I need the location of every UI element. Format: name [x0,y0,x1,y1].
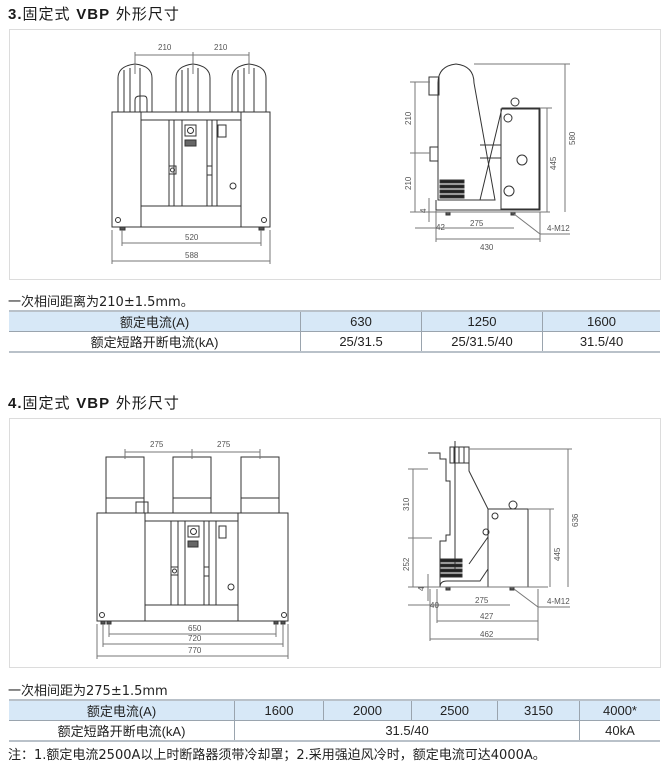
front-view-2 [96,449,289,659]
heading-text: 外形尺寸 [110,5,180,23]
drawing-vbp-275: 275 275 650 720 770 310 252 4 636 445 40… [96,440,580,659]
table-cell: 31.5/40 [542,331,660,353]
phase-distance-note-2: 一次相间距为275±1.5mm [8,684,168,699]
dim-label: 4-M12 [547,597,570,606]
footnote: 注：1.额定电流2500A以上时断路器须带冷却罩；2.采用强迫风冷时，额定电流可… [8,748,546,763]
dim-label: 720 [188,634,202,643]
dim-label: 210 [404,176,413,190]
phase-distance-note-1: 一次相间距离为210±1.5mm。 [8,295,194,310]
dim-label: 4 [419,208,428,213]
row-label: 额定电流(A) [9,310,301,332]
spec-table-1: 额定电流(A) 630 1250 1600 额定短路开断电流(kA) 25/31… [9,310,660,353]
table-cell: 2500 [411,699,498,721]
heading-text: 外形尺寸 [110,394,180,412]
dim-label: 210 [214,43,228,52]
dim-label: 636 [571,513,580,527]
dim-label: 252 [402,557,411,571]
dim-label: 40 [430,601,439,610]
dim-label: 520 [185,233,199,242]
heading-text: 固定式 [22,5,77,23]
table-row: 额定电流(A) 1600 2000 2500 3150 4000* [9,699,660,721]
dim-label: 462 [480,630,494,639]
table-cell: 1600 [234,699,324,721]
row-label: 额定短路开断电流(kA) [9,720,235,742]
heading-number: 3. [8,6,23,23]
row-label: 额定电流(A) [9,699,235,721]
dim-label: 275 [470,219,484,228]
dim-label: 650 [188,624,202,633]
dim-label: 588 [185,251,199,260]
section2-heading: 4.固定式 VBP 外形尺寸 [8,392,180,413]
heading-model: VBP [76,395,111,412]
table-cell: 25/31.5/40 [421,331,543,353]
table-cell: 4000* [579,699,660,721]
side-view-2 [408,441,572,641]
side-view-1 [410,63,570,242]
dim-label: 275 [475,596,489,605]
row-label: 额定短路开断电流(kA) [9,331,301,353]
dim-label: 4 [417,586,426,591]
dim-label: 4-M12 [547,224,570,233]
dim-label: 275 [150,440,164,449]
table-row: 额定电流(A) 630 1250 1600 [9,310,660,332]
drawing-vbp-210: 210 210 520 588 210 210 4 580 445 42 275… [111,43,577,264]
table-cell: 40kA [579,720,660,742]
table-cell: 630 [300,310,422,332]
dim-label: 445 [549,156,558,170]
drawing-frame-2: 275 275 650 720 770 310 252 4 636 445 40… [9,418,661,668]
table-row: 额定短路开断电流(kA) 31.5/40 40kA [9,720,660,742]
dim-label: 445 [553,547,562,561]
section1-heading: 3.固定式 VBP 外形尺寸 [8,3,180,24]
table-cell-merged: 31.5/40 [234,720,580,742]
dim-label: 430 [480,243,494,252]
dim-label: 580 [568,131,577,145]
heading-model: VBP [76,6,111,23]
front-view-1 [111,52,271,264]
table-cell: 2000 [323,699,412,721]
dim-label: 42 [436,223,445,232]
dim-label: 210 [158,43,172,52]
dim-label: 310 [402,497,411,511]
heading-number: 4. [8,395,23,412]
spec-table-2: 额定电流(A) 1600 2000 2500 3150 4000* 额定短路开断… [9,699,660,742]
dim-label: 770 [188,646,202,655]
dim-label: 210 [404,111,413,125]
table-row: 额定短路开断电流(kA) 25/31.5 25/31.5/40 31.5/40 [9,331,660,353]
heading-text: 固定式 [22,394,77,412]
dim-label: 275 [217,440,231,449]
table-cell: 3150 [497,699,580,721]
table-cell: 1250 [421,310,543,332]
dim-label: 427 [480,612,494,621]
table-cell: 1600 [542,310,660,332]
table-cell: 25/31.5 [300,331,422,353]
drawing-frame-1: 210 210 520 588 210 210 4 580 445 42 275… [9,29,661,280]
